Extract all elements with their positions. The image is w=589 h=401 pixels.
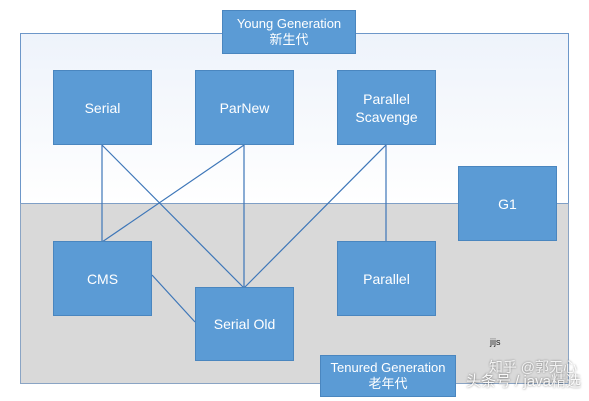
tenured-generation-label: Tenured Generation 老年代 bbox=[320, 355, 456, 397]
g1-collector-box: G1 bbox=[458, 166, 557, 241]
watermark-zhihu: 知乎 @郭无心 bbox=[488, 359, 577, 375]
g1-collector-label: G1 bbox=[498, 195, 517, 212]
tenured-generation-title: Tenured Generation bbox=[330, 360, 446, 375]
young-generation-subtitle: 新生代 bbox=[269, 32, 309, 47]
cms-collector-box: CMS bbox=[53, 241, 152, 316]
link-serial-serial-old bbox=[101, 144, 245, 289]
parallel-scavenge-collector-label: Parallel Scavenge bbox=[355, 90, 418, 125]
young-generation-title: Young Generation bbox=[236, 16, 342, 31]
serial-collector-box: Serial bbox=[53, 70, 152, 145]
parnew-collector-label: ParNew bbox=[219, 99, 270, 116]
parnew-collector-box: ParNew bbox=[195, 70, 294, 145]
cms-collector-label: CMS bbox=[86, 270, 119, 287]
young-generation-label: Young Generation 新生代 bbox=[222, 10, 356, 54]
parallel-scavenge-collector-box: Parallel Scavenge bbox=[337, 70, 436, 145]
serial-collector-label: Serial bbox=[84, 99, 121, 116]
parallel-collector-label: Parallel bbox=[363, 270, 410, 287]
parallel-collector-box: Parallel bbox=[337, 241, 436, 316]
tenured-generation-subtitle: 老年代 bbox=[368, 376, 408, 391]
annotation-text: jijs bbox=[490, 337, 501, 347]
serial-old-collector-label: Serial Old bbox=[213, 316, 276, 332]
link-parallel-scavenge-serial-old bbox=[243, 144, 387, 289]
serial-old-collector-box: Serial Old bbox=[195, 287, 294, 361]
link-cms-serial-old bbox=[151, 274, 196, 323]
watermark-toutiao: 头条号 / java精选 bbox=[465, 373, 581, 390]
link-parnew-cms bbox=[101, 144, 245, 243]
